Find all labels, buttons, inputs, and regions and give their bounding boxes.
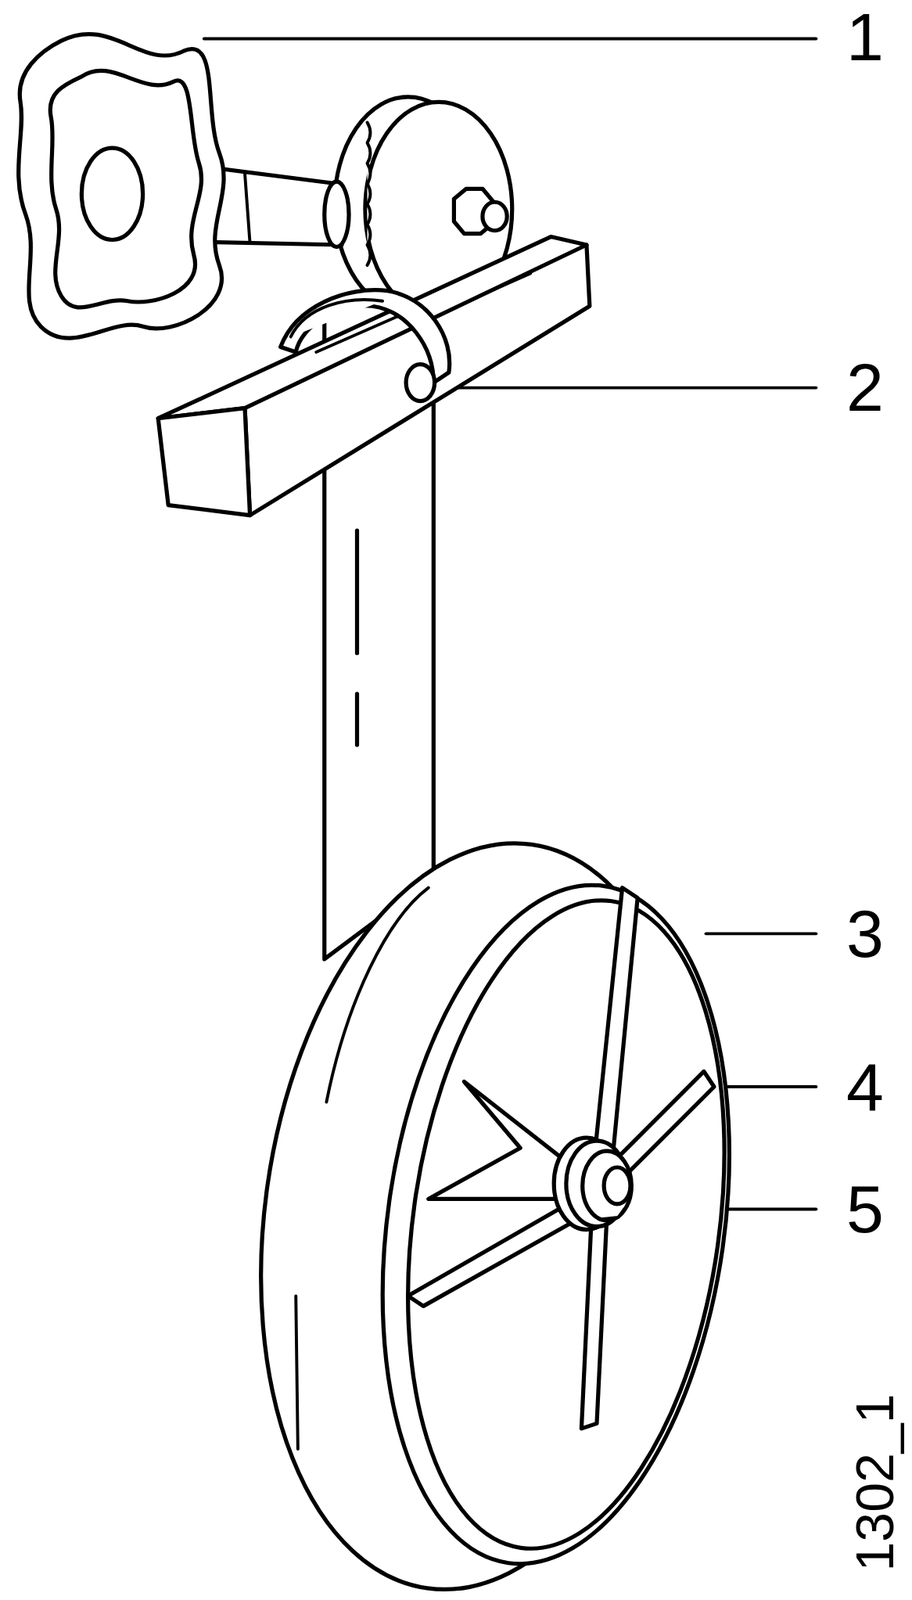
figure-id: 1302_1 [847, 1393, 902, 1572]
wheel [215, 814, 771, 1600]
clamp-ring [280, 290, 450, 402]
callout-number: 1 [846, 3, 884, 71]
star-knob [18, 33, 224, 338]
callout-number: 3 [846, 899, 884, 967]
callout-number: 2 [846, 353, 884, 421]
callout-number: 5 [846, 1174, 884, 1243]
square-bar [157, 236, 590, 516]
callout-number: 4 [846, 1052, 884, 1121]
